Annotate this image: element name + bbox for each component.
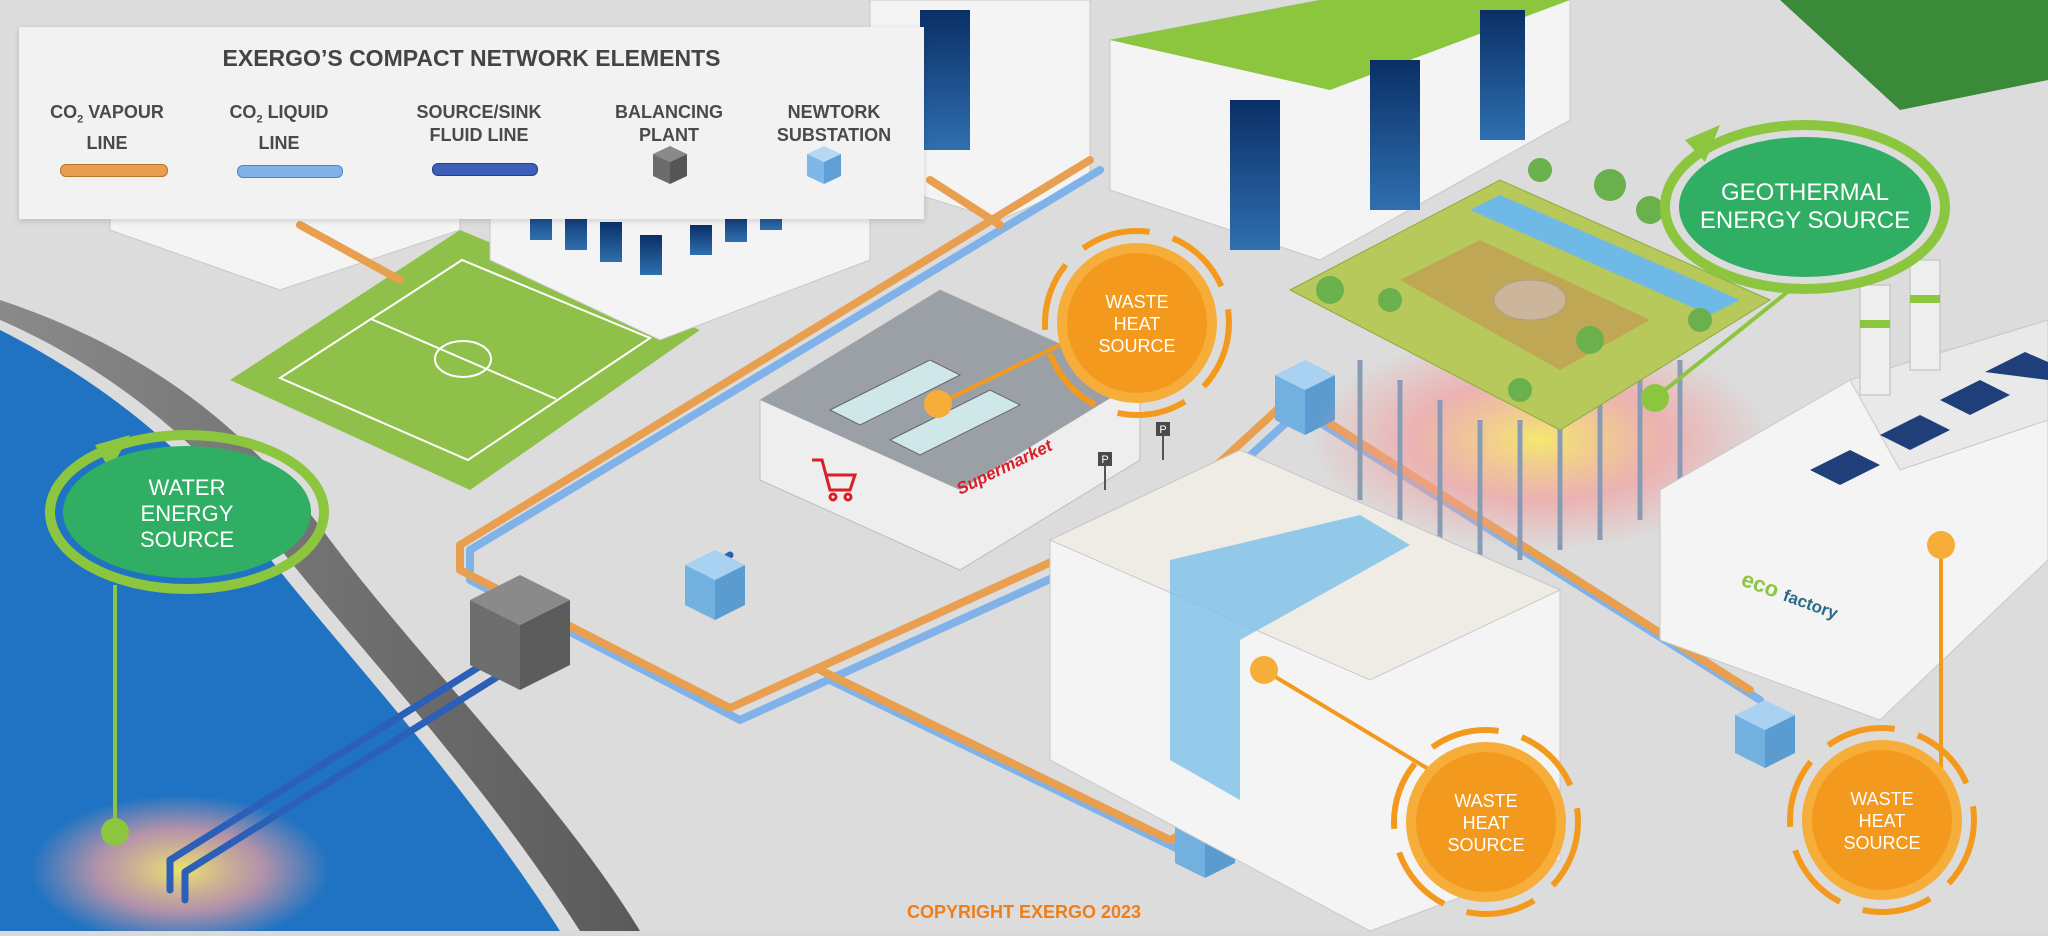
pitch-halfway-line xyxy=(370,318,557,400)
forest-area xyxy=(1780,0,2048,110)
callout-bubble xyxy=(1812,750,1952,890)
callout-ring xyxy=(1660,120,1950,294)
callout-anchor-dot xyxy=(924,390,952,418)
supermarket-skylight-1 xyxy=(828,359,962,426)
green-roof xyxy=(1110,0,1570,90)
callout-text-line2: ENERGY xyxy=(141,501,234,526)
park-trees xyxy=(1316,158,1712,402)
legend-item-source-sink-fluid-line: SOURCE/SINK FLUID LINE xyxy=(409,101,549,147)
callout-arrow-icon xyxy=(95,435,130,470)
office-tower-b-glass-1 xyxy=(1230,100,1280,250)
legend-label: BALANCING PLANT xyxy=(615,102,723,145)
callout-leader-line xyxy=(1653,288,1792,400)
pitch-lines xyxy=(277,258,653,462)
copyright-notice: COPYRIGHT EXERGO 2023 xyxy=(906,902,1142,922)
legend-panel: EXERGO’S COMPACT NETWORK ELEMENTS CO2 VA… xyxy=(19,27,924,219)
callout-text-line2: HEAT xyxy=(1463,813,1510,833)
callout-text-line3: SOURCE xyxy=(1447,835,1524,855)
legend-item-balancing-plant: BALANCING PLANT xyxy=(599,101,739,147)
legend-item-co2-liquid-line: CO2 LIQUID LINE xyxy=(219,101,339,155)
callout-ring xyxy=(1042,228,1232,418)
legend-label: CO2 VAPOUR LINE xyxy=(50,102,164,153)
callout-anchor-dot xyxy=(1641,384,1669,412)
callout-anchor-dot xyxy=(1250,656,1278,684)
parking-sign-1: P xyxy=(1098,452,1112,490)
legend-swatch-vapour xyxy=(60,164,168,177)
callout-geothermal-energy-source: GEOTHERMAL ENERGY SOURCE xyxy=(1641,120,1950,412)
co2-liquid-line-north xyxy=(466,166,1104,554)
callout-arrow-icon xyxy=(1685,125,1720,162)
callout-waste-heat-supermarket: WASTE HEAT SOURCE xyxy=(924,228,1232,418)
legend-swatch-liquid xyxy=(237,165,343,178)
callout-anchor-dot xyxy=(101,818,129,846)
legend-item-co2-vapour-line: CO2 VAPOUR LINE xyxy=(47,101,167,155)
svg-text:P: P xyxy=(1159,424,1166,436)
source-sink-fluid-line-a xyxy=(166,656,494,894)
co2-vapour-line-east xyxy=(926,176,1004,229)
legend-label: CO2 LIQUID LINE xyxy=(229,102,329,153)
pitch-centre-circle xyxy=(434,340,492,378)
callout-ring xyxy=(1787,725,1977,915)
callout-bubble xyxy=(1416,752,1556,892)
network-substation-1 xyxy=(685,550,745,620)
callout-bubble xyxy=(1679,137,1931,277)
balancing-plant-cube-icon xyxy=(653,146,687,184)
callout-text-line2: HEAT xyxy=(1114,314,1161,334)
callout-text-line1: WASTE xyxy=(1850,789,1913,809)
callout-text-line3: SOURCE xyxy=(1098,336,1175,356)
callout-text-line2: HEAT xyxy=(1859,811,1906,831)
data-center-glass-hall xyxy=(1170,515,1410,800)
legend-label: SOURCE/SINK FLUID LINE xyxy=(416,102,542,145)
callout-text-line1: WATER xyxy=(149,475,226,500)
callout-waste-heat-factory: WASTE HEAT SOURCE xyxy=(1787,531,1977,915)
callout-text-line2: ENERGY SOURCE xyxy=(1700,207,1910,234)
parking-sign-2: P xyxy=(1156,422,1170,460)
svg-text:P: P xyxy=(1101,454,1108,466)
callout-text-line1: GEOTHERMAL xyxy=(1721,179,1889,206)
callout-water-energy-source: WATER ENERGY SOURCE xyxy=(45,430,329,846)
solar-panels xyxy=(1810,352,2048,485)
callout-ring xyxy=(1391,727,1581,917)
source-sink-fluid-line-b xyxy=(181,668,509,904)
co2-vapour-line-north xyxy=(456,156,1094,549)
supermarket-skylight-2 xyxy=(888,389,1022,456)
legend-item-network-substation: NEWTORK SUBSTATION xyxy=(759,101,909,147)
callout-bubble xyxy=(63,446,311,578)
office-tower-b-glass-2 xyxy=(1370,60,1420,210)
geothermal-boreholes xyxy=(1357,360,1683,560)
co2-vapour-line-west xyxy=(296,221,404,284)
callout-ring xyxy=(45,430,329,594)
callout-anchor-dot xyxy=(1927,531,1955,559)
network-substation-cube-icon xyxy=(807,146,841,184)
park-stream xyxy=(1470,195,1740,315)
callout-leader-line xyxy=(937,338,1071,406)
callout-text-line1: WASTE xyxy=(1454,791,1517,811)
office-tower-a-glass xyxy=(920,10,970,150)
balancing-plant xyxy=(470,575,570,690)
legend-swatch-fluid xyxy=(432,163,538,176)
legend-title: EXERGO’S COMPACT NETWORK ELEMENTS xyxy=(222,45,721,71)
shopping-cart-icon xyxy=(812,458,858,502)
callout-leader-line xyxy=(1262,668,1432,772)
factory-chimneys xyxy=(1859,259,1941,396)
callout-waste-heat-data-center: WASTE HEAT SOURCE xyxy=(1250,656,1581,917)
callout-text-line3: SOURCE xyxy=(1843,833,1920,853)
legend-label: NEWTORK SUBSTATION xyxy=(776,102,892,145)
supermarket-roof xyxy=(760,290,1140,490)
callout-text-line3: SOURCE xyxy=(140,527,234,552)
callout-bubble xyxy=(1067,253,1207,393)
shoreline xyxy=(0,300,640,931)
office-tower-b-glass-3 xyxy=(1480,10,1525,140)
callout-text-line1: WASTE xyxy=(1105,292,1168,312)
network-substation-4 xyxy=(1735,700,1795,768)
